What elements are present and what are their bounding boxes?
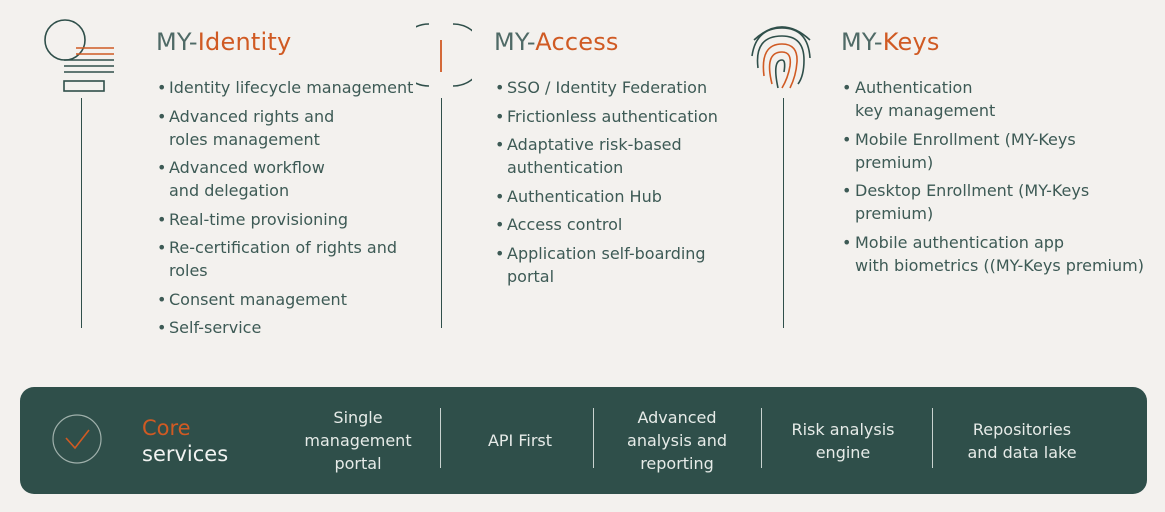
column-my-keys: MY-Keys Authentication key management Mo…	[750, 0, 1160, 330]
list-item: Mobile Enrollment (MY-Keys premium)	[842, 128, 1144, 174]
title-accent: Identity	[197, 28, 292, 56]
core-services-banner: Core services Single management portal A…	[20, 387, 1147, 494]
service-separator	[932, 408, 933, 468]
column-my-access: MY-Access SSO / Identity Federation Fric…	[414, 0, 744, 330]
list-item: Adaptative risk-based authentication	[495, 133, 718, 179]
service-separator	[593, 408, 594, 468]
column-divider-line	[441, 98, 442, 328]
list-item: Re-certification of rights and roles	[157, 236, 424, 282]
service-item: Single management portal	[304, 408, 412, 473]
list-item: Mobile authentication app with biometric…	[842, 231, 1144, 277]
service-item: Repositories and data lake	[967, 419, 1077, 462]
document-stack-icon	[44, 19, 114, 92]
column-title: MY-Identity	[156, 28, 291, 56]
list-item: Application self-boarding portal	[495, 242, 718, 288]
list-item: Identity lifecycle management	[157, 76, 424, 99]
service-separator	[440, 408, 441, 468]
list-item: Self-service	[157, 316, 424, 339]
checkmark-circle-icon	[52, 414, 102, 464]
column-title: MY-Access	[494, 28, 619, 56]
fingerprint-icon	[751, 26, 811, 89]
list-item: Desktop Enrollment (MY-Keys premium)	[842, 179, 1144, 225]
title-prefix: MY-	[841, 28, 883, 56]
core-title-main: services	[142, 442, 229, 466]
service-separator	[761, 408, 762, 468]
core-title-accent: Core	[142, 416, 191, 440]
column-divider-line	[783, 98, 784, 328]
service-item: API First	[487, 431, 553, 450]
feature-list: Authentication key management Mobile Enr…	[842, 76, 1144, 282]
service-item: Risk analysis engine	[791, 419, 895, 462]
feature-list: Identity lifecycle management Advanced r…	[157, 76, 424, 345]
title-prefix: MY-	[156, 28, 198, 56]
title-accent: Keys	[882, 28, 940, 56]
title-accent: Access	[535, 28, 619, 56]
service-item: Advanced analysis and reporting	[627, 408, 727, 473]
list-item: Advanced workflow and delegation	[157, 156, 424, 202]
list-item: SSO / Identity Federation	[495, 76, 718, 99]
column-title: MY-Keys	[841, 28, 940, 56]
list-item: Real-time provisioning	[157, 208, 424, 231]
capsule-icon	[416, 23, 472, 87]
list-item: Frictionless authentication	[495, 105, 718, 128]
column-my-identity: MY-Identity Identity lifecycle managemen…	[44, 0, 424, 339]
list-item: Authentication Hub	[495, 185, 718, 208]
list-item: Authentication key management	[842, 76, 1144, 122]
core-services-title: Core services	[142, 415, 228, 467]
column-divider-line	[81, 98, 82, 328]
list-item: Advanced rights and roles management	[157, 105, 424, 151]
feature-list: SSO / Identity Federation Frictionless a…	[495, 76, 718, 293]
list-item: Consent management	[157, 288, 424, 311]
title-prefix: MY-	[494, 28, 536, 56]
list-item: Access control	[495, 213, 718, 236]
